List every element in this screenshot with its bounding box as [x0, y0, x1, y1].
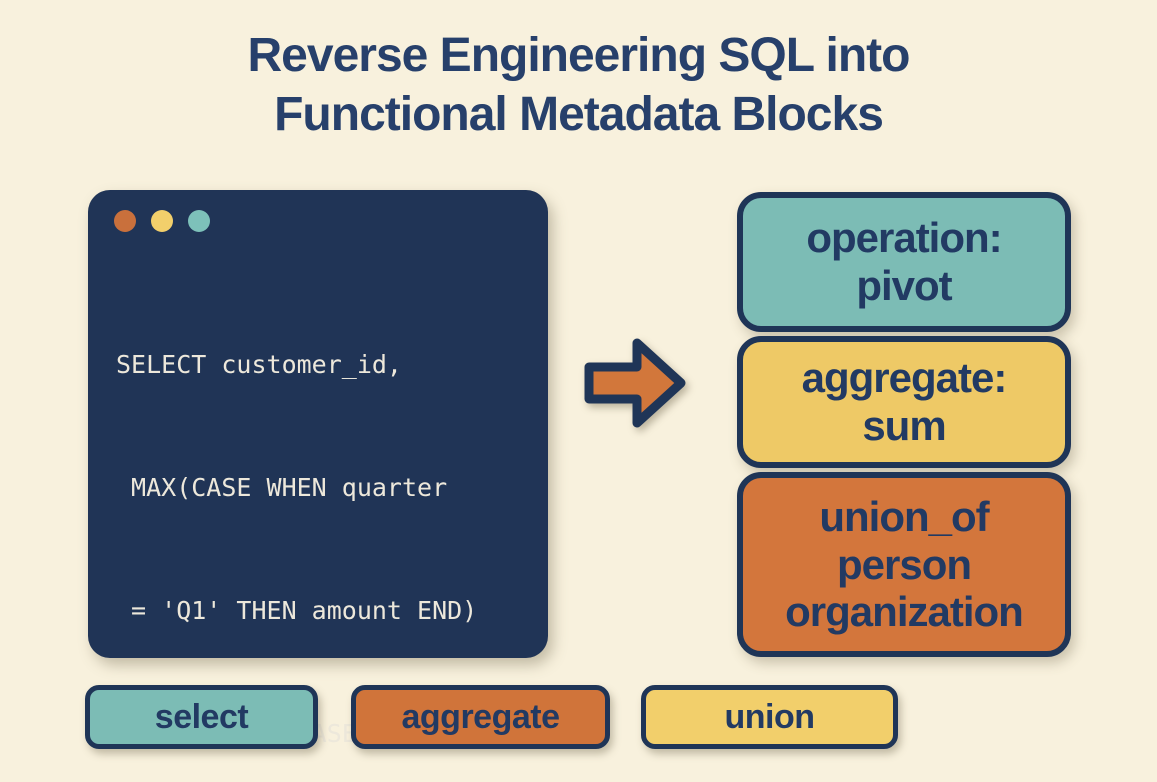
block-line: organization: [785, 588, 1024, 636]
block-line: person: [836, 540, 972, 588]
arrow-right-icon: [584, 338, 686, 428]
code-line: SELECT customer_id,: [116, 350, 402, 379]
metadata-block-union: union_of person organization: [737, 472, 1071, 657]
window-dot-yellow-icon: [151, 210, 173, 232]
block-line: aggregate:: [801, 354, 1008, 402]
legend-label: aggregate: [401, 697, 561, 736]
legend-item-select: select: [85, 685, 318, 749]
block-line: union_of: [819, 492, 989, 540]
metadata-block-operation: operation: pivot: [737, 192, 1071, 332]
legend-item-union: union: [641, 685, 898, 749]
code-line: MAX(CASE WHEN quarter: [116, 473, 448, 502]
metadata-block-aggregate: aggregate: sum: [737, 336, 1071, 468]
window-dot-teal-icon: [188, 210, 210, 232]
title-line-1: Reverse Engineering SQL into: [247, 29, 911, 82]
code-window: SELECT customer_id, MAX(CASE WHEN quarte…: [88, 190, 548, 748]
block-line: sum: [862, 402, 946, 449]
code-line: = 'Q1' THEN amount END): [116, 596, 478, 625]
block-line: pivot: [856, 262, 952, 309]
legend-item-aggregate: aggregate: [351, 685, 610, 749]
title-line-2: Functional Metadata Blocks: [274, 88, 884, 142]
window-dot-orange-icon: [114, 210, 136, 232]
legend-label: union: [724, 697, 815, 736]
legend-label: select: [154, 697, 249, 736]
block-line: operation:: [806, 214, 1002, 262]
window-titlebar: [114, 210, 522, 232]
